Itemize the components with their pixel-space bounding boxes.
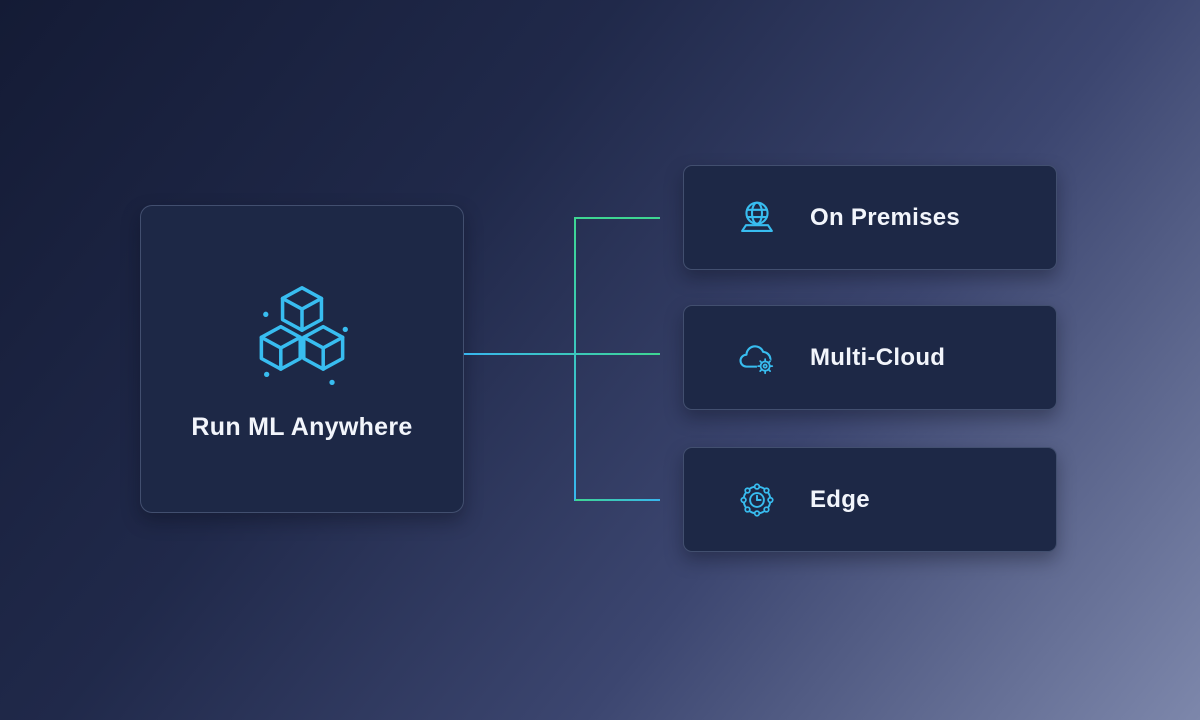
target-card-on-premises: On Premises bbox=[683, 165, 1057, 270]
ml-cubes-icon bbox=[259, 285, 348, 385]
source-card-label: Run ML Anywhere bbox=[191, 412, 413, 441]
target-card-multi-cloud: Multi-Cloud bbox=[683, 305, 1057, 410]
edge-icon bbox=[740, 482, 774, 517]
source-card-run-ml-anywhere: Run ML Anywhere bbox=[140, 205, 464, 513]
connector-vertical-trunk bbox=[574, 217, 576, 501]
connector-branch-top bbox=[575, 217, 660, 219]
on-premises-icon bbox=[741, 201, 773, 232]
connector-branch-bottom bbox=[575, 499, 660, 501]
multi-cloud-icon bbox=[739, 344, 774, 374]
target-card-label: Edge bbox=[810, 485, 870, 513]
target-card-label: Multi-Cloud bbox=[810, 343, 946, 371]
target-card-edge: Edge bbox=[683, 447, 1057, 552]
target-card-label: On Premises bbox=[810, 203, 961, 231]
connector-main-horizontal bbox=[464, 353, 660, 355]
